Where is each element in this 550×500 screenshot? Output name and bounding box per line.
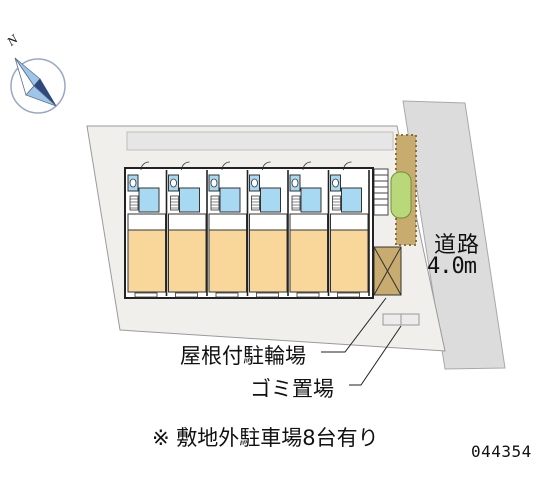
apartment-unit	[289, 161, 330, 298]
bike-parking-label: 屋根付駐輪場	[180, 344, 306, 368]
offsite-parking-note: ※ 敷地外駐車場8台有り	[152, 426, 379, 450]
road-width: 4.0m	[427, 254, 477, 279]
bike-leader-line	[321, 297, 387, 353]
road-name: 道路	[434, 233, 481, 258]
trash-area-label: ゴミ置場	[250, 377, 334, 401]
trash-leader-line	[349, 325, 402, 386]
apartment-unit	[330, 161, 370, 298]
apartment-unit	[168, 161, 208, 298]
apartment-unit	[249, 161, 289, 298]
stairs	[373, 168, 389, 216]
covered-walkway	[126, 131, 394, 151]
apartment-unit	[208, 161, 249, 298]
hedge	[390, 171, 412, 219]
road	[402, 100, 506, 370]
north-arrow-icon	[10, 57, 66, 114]
map-id: 044354	[471, 442, 532, 461]
apartment-unit	[127, 161, 168, 298]
